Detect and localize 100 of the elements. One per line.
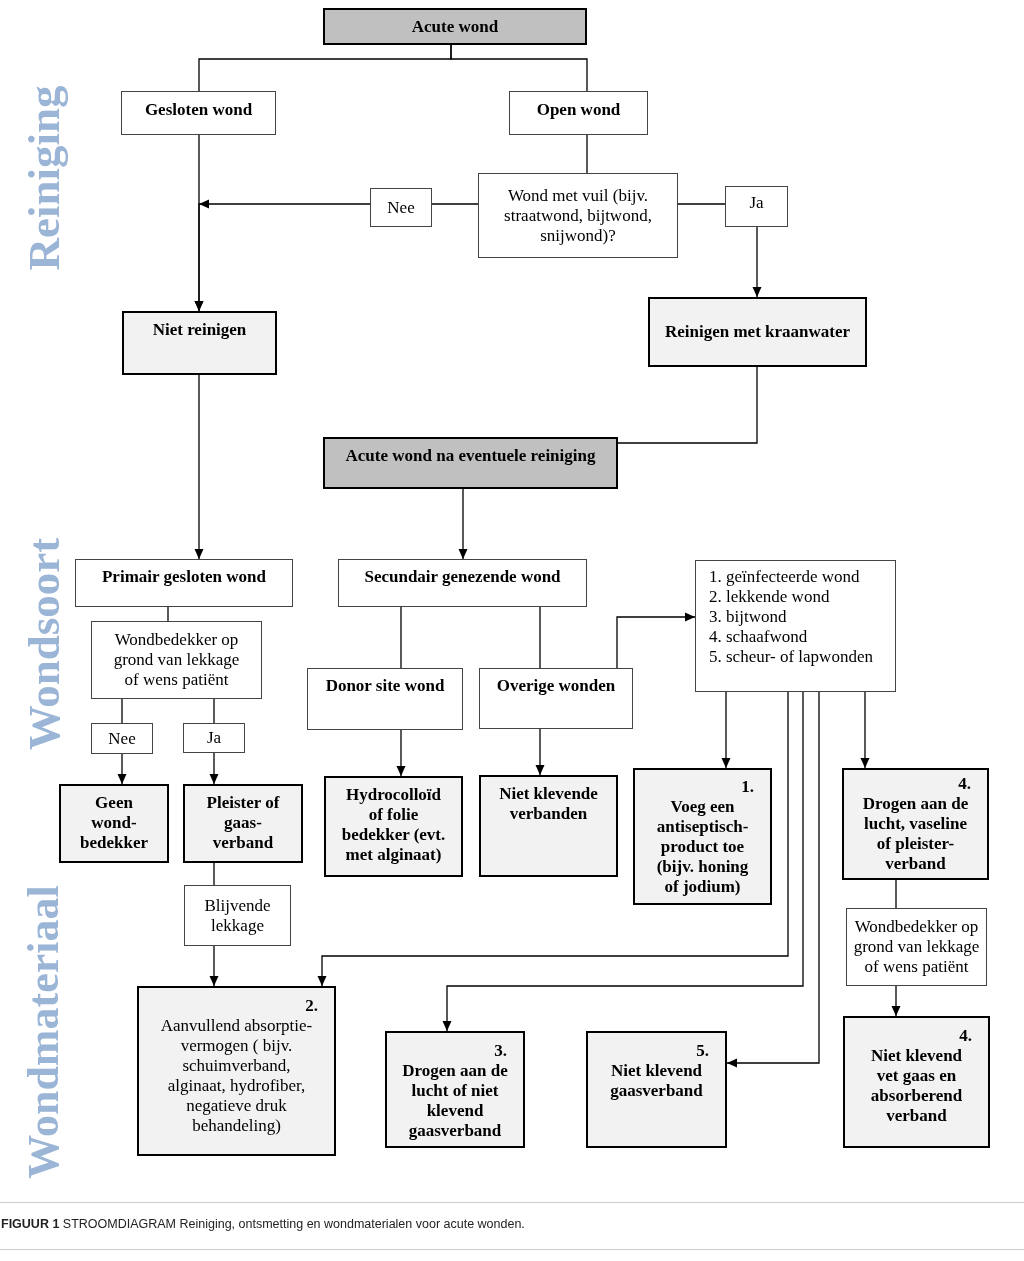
arrow: [616, 612, 696, 669]
step-number: 2.: [305, 996, 319, 1016]
step-number: 4.: [959, 1026, 973, 1046]
node-label: Drogen aan de lucht of niet klevend gaasverband: [401, 1061, 509, 1141]
choice-box: [370, 188, 432, 227]
outcome-box: [183, 784, 303, 863]
node-label: Secundair genezende wond: [364, 567, 561, 587]
list-item: 1. geïnfecteerde wond: [709, 567, 860, 587]
node-label: Primair gesloten wond: [102, 567, 266, 587]
connector-line: [400, 606, 402, 669]
category-box: [479, 668, 633, 729]
arrow: [458, 488, 468, 560]
node-label: Geen wond-bedekker: [79, 793, 149, 853]
connector-line: [431, 203, 479, 205]
category-box: [121, 91, 276, 135]
step-number: 4.: [958, 774, 972, 794]
step-number: 3.: [494, 1041, 508, 1061]
category-box: [509, 91, 648, 135]
node-label: Niet klevend gaasverband: [609, 1061, 704, 1101]
arrow: [726, 691, 820, 1068]
choice-box: [91, 723, 153, 754]
arrow: [721, 691, 731, 769]
node-label: Open wond: [536, 100, 621, 120]
node-label: Drogen aan de lucht, vaseline of pleister-verband: [861, 794, 970, 874]
outcome-box: [843, 1016, 990, 1148]
node-label: Overige wonden: [496, 676, 616, 696]
node-label: Niet klevende verbanden: [498, 784, 599, 824]
connector-line: [167, 606, 169, 622]
node-label: Niet reinigen: [152, 320, 247, 340]
choice-box: [725, 186, 788, 227]
step-number: 1.: [741, 777, 755, 797]
stage-box: [323, 437, 618, 489]
category-box: [338, 559, 587, 607]
arrow: [396, 729, 406, 777]
list-item: 2. lekkende wond: [709, 587, 830, 607]
node-label: Aanvullend absorptie-vermogen ( bijv. schuimverband, alginaat, hydrofiber, negatieve druk behandeling): [159, 1016, 314, 1136]
section-label: Wondmateriaal: [22, 885, 66, 1179]
node-label: Nee: [108, 728, 136, 749]
connector-line: [121, 698, 123, 724]
question-box: [846, 908, 987, 986]
arrow: [194, 374, 204, 560]
list-box: [695, 560, 896, 692]
node-label: Wondbedekker op grond van lekkage of wens patiënt: [852, 917, 981, 977]
node-label: Ja: [206, 728, 222, 748]
arrow: [891, 985, 901, 1017]
connector-line: [213, 862, 215, 886]
connector-line: [586, 134, 588, 174]
step-number: 5.: [696, 1041, 710, 1061]
outcome-box: [324, 776, 463, 877]
connector-line: [213, 698, 215, 724]
question-box: [91, 621, 262, 699]
arrow: [752, 226, 762, 298]
connector-line: [677, 203, 726, 205]
arrow: [535, 728, 545, 776]
node-label: Acute wond: [411, 16, 499, 37]
choice-box: [183, 723, 245, 753]
section-label: Reiniging: [21, 85, 67, 271]
node-label: Gesloten wond: [144, 100, 253, 120]
arrow: [317, 691, 789, 987]
node-label: Reinigen met kraanwater: [664, 322, 851, 342]
arrow: [209, 945, 219, 987]
node-label: Acute wond na eventuele reiniging: [345, 446, 596, 466]
node-label: Ja: [749, 193, 764, 213]
outcome-box: [385, 1031, 525, 1148]
outcome-box: [842, 768, 989, 880]
outcome-box: [479, 775, 618, 877]
node-label: Niet klevend vet gaas en absorberend verband: [869, 1046, 964, 1126]
connector-line: [895, 879, 897, 909]
node-label: Donor site wond: [325, 676, 445, 696]
condition-box: [184, 885, 291, 946]
node-label: Pleister of gaas-verband: [205, 793, 281, 853]
action-box: [648, 297, 867, 367]
question-box: [478, 173, 678, 258]
start-box: [323, 8, 587, 45]
connector-line: [539, 606, 541, 669]
action-box: [122, 311, 277, 375]
arrow: [442, 691, 804, 1032]
outcome-box: [586, 1031, 727, 1148]
node-label: Blijvende lekkage: [203, 895, 272, 936]
node-label: Wond met vuil (bijv. straatwond, bijtwond, snijwond)?: [503, 185, 653, 246]
list-item: 5. scheur- of lapwonden: [709, 647, 873, 667]
outcome-box: [59, 784, 169, 863]
arrow: [117, 753, 127, 785]
figure-caption: FIGUUR 1 STROOMDIAGRAM Reiniging, ontsmetting en wondmaterialen voor acute wonden.: [1, 1216, 525, 1232]
list-item: 4. schaafwond: [709, 627, 808, 647]
category-box: [307, 668, 463, 730]
connector-line: [450, 44, 588, 92]
arrow: [194, 199, 371, 312]
node-label: Voeg een antiseptisch-product toe (bijv. honing of jodium): [655, 797, 750, 897]
node-label: Hydrocolloïd of folie bedekker (evt. met alginaat): [340, 785, 447, 865]
outcome-box: [137, 986, 336, 1156]
list-item: 3. bijtwond: [709, 607, 787, 627]
outcome-box: [633, 768, 772, 905]
section-label: Wondsoort: [21, 537, 67, 751]
node-label: Wondbedekker op grond van lekkage of wens patiënt: [112, 630, 241, 690]
connector-line: [617, 366, 758, 444]
arrow: [209, 752, 219, 785]
arrow: [860, 691, 870, 769]
node-label: Nee: [387, 197, 415, 218]
category-box: [75, 559, 293, 607]
